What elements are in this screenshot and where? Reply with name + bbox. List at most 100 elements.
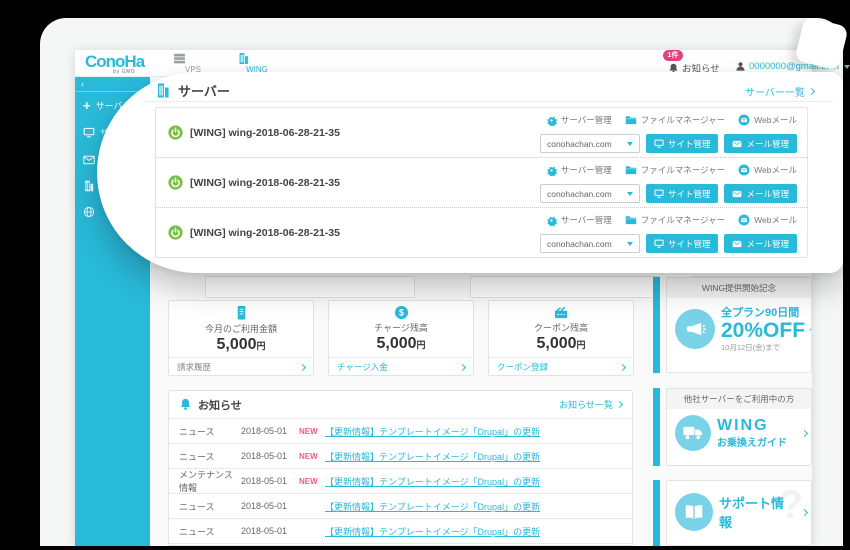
webmail-icon bbox=[738, 214, 750, 226]
coupon-icon bbox=[554, 306, 568, 319]
charge-deposit-link[interactable]: チャージ入金 bbox=[329, 357, 473, 376]
coupon-register-link[interactable]: クーポン登録 bbox=[489, 357, 633, 376]
migration-header: 他社サーバーをご利用中の方 bbox=[667, 389, 811, 409]
server-name: [WING] wing-2018-06-28-21-35 bbox=[190, 126, 340, 139]
invoice-icon bbox=[237, 305, 245, 321]
news-link[interactable]: 【更新情報】テンプレートイメージ「Drupal」の更新 bbox=[325, 426, 541, 437]
tab-vps[interactable]: VPS bbox=[173, 53, 213, 74]
building-icon bbox=[239, 53, 248, 64]
promo-line1: 全プラン90日間 bbox=[721, 307, 800, 319]
server-manage-link[interactable]: サーバー管理 bbox=[546, 214, 612, 226]
domain-select[interactable]: conohachan.com bbox=[539, 234, 640, 253]
domain-select[interactable]: conohachan.com bbox=[539, 184, 640, 203]
promo-card[interactable]: WING提供開始記念 全プラン90日間 20%OFF 10月12日(金)まで bbox=[666, 277, 812, 373]
news-row: ニュース 2018-05-01 【更新情報】テンプレートイメージ「Drupal」… bbox=[169, 494, 632, 519]
billing-history-link[interactable]: 請求履歴 bbox=[169, 357, 313, 376]
monitor-icon bbox=[654, 189, 664, 198]
promo-deadline: 10月12日(金)まで bbox=[721, 343, 781, 352]
migration-card[interactable]: 他社サーバーをご利用中の方 WING お乗換えガイド bbox=[666, 388, 812, 466]
news-list-link[interactable]: お知らせ一覧 bbox=[559, 398, 624, 411]
charge-card: $ チャージ残高 5,000円 チャージ入金 bbox=[328, 300, 474, 376]
server-row: [WING] wing-2018-06-28-21-35 サーバー管理 ファイル… bbox=[156, 158, 807, 208]
monitor-icon bbox=[654, 239, 664, 248]
notification-count-badge: 1件 bbox=[663, 50, 683, 61]
promo-accent-bar bbox=[653, 277, 660, 373]
server-row: [WING] wing-2018-06-28-21-35 サーバー管理 ファイル… bbox=[156, 108, 807, 158]
chevron-down-icon bbox=[626, 141, 633, 146]
new-badge: NEW bbox=[299, 476, 318, 486]
mail-manage-button[interactable]: メール管理 bbox=[724, 234, 797, 253]
news-panel: お知らせ お知らせ一覧 ニュース 2018-05-01 NEW 【更新情報】テン… bbox=[168, 390, 633, 546]
file-manager-link[interactable]: ファイルマネージャー bbox=[625, 114, 725, 126]
notifications-button[interactable]: お知らせ bbox=[668, 61, 720, 75]
server-manage-link[interactable]: サーバー管理 bbox=[546, 164, 612, 176]
mail-manage-button[interactable]: メール管理 bbox=[724, 134, 797, 153]
truck-icon bbox=[675, 415, 711, 451]
account-menu[interactable]: 0000000@gmail.com bbox=[735, 61, 850, 72]
coupon-card-body: クーポン残高 5,000円 bbox=[489, 301, 633, 357]
support-card[interactable]: ? サポート情報 bbox=[666, 480, 812, 546]
server-list-link[interactable]: サーバー一覧 bbox=[745, 84, 815, 99]
background-card bbox=[205, 276, 415, 298]
webmail-link[interactable]: Webメール bbox=[738, 214, 797, 226]
folder-icon bbox=[625, 216, 637, 225]
news-row: ニュース 2018-05-01 NEW 【更新情報】テンプレートイメージ「Dru… bbox=[169, 444, 632, 469]
site-manage-button[interactable]: サイト管理 bbox=[645, 234, 719, 253]
building-icon bbox=[85, 180, 94, 192]
envelope-icon bbox=[83, 155, 95, 164]
server-name: [WING] wing-2018-06-28-21-35 bbox=[190, 176, 340, 189]
news-row: メンテナンス情報 2018-05-01 NEW 【更新情報】テンプレートイメージ… bbox=[169, 469, 632, 494]
envelope-icon bbox=[733, 240, 742, 247]
coupon-unit: 円 bbox=[576, 340, 586, 350]
book-icon bbox=[675, 493, 713, 531]
tab-wing[interactable]: WING bbox=[237, 53, 277, 74]
webmail-link[interactable]: Webメール bbox=[738, 114, 797, 126]
monitor-icon bbox=[83, 127, 95, 138]
billing-card-label: 今月のご利用金額 bbox=[204, 324, 277, 334]
divider bbox=[145, 101, 833, 102]
chevron-right-icon bbox=[807, 87, 815, 96]
server-row: [WING] wing-2018-06-28-21-35 サーバー管理 ファイル… bbox=[156, 208, 807, 258]
promo-discount: 20%OFF bbox=[721, 319, 806, 342]
sidebar-item-dns[interactable] bbox=[75, 199, 150, 225]
conoha-logo[interactable]: ConoHa bbox=[85, 52, 145, 71]
chevron-right-icon bbox=[615, 400, 624, 409]
chevron-right-icon bbox=[298, 363, 307, 371]
notifications-label: お知らせ bbox=[682, 64, 720, 75]
site-manage-button[interactable]: サイト管理 bbox=[645, 134, 719, 153]
account-email: 0000000@gmail.com bbox=[749, 61, 839, 72]
svg-text:$: $ bbox=[399, 308, 404, 318]
chevron-right-icon bbox=[801, 508, 809, 516]
news-title: お知らせ bbox=[198, 399, 242, 412]
site-manage-button[interactable]: サイト管理 bbox=[645, 184, 719, 203]
sidebar-item-server[interactable] bbox=[75, 173, 150, 199]
webmail-icon bbox=[738, 164, 750, 176]
webmail-link[interactable]: Webメール bbox=[738, 164, 797, 176]
monitor-icon bbox=[654, 139, 664, 148]
news-link[interactable]: 【更新情報】テンプレートイメージ「Drupal」の更新 bbox=[325, 451, 541, 462]
domain-select[interactable]: conohachan.com bbox=[539, 134, 640, 153]
migration-accent-bar bbox=[653, 388, 660, 466]
sidebar-collapse-button[interactable]: ‹ bbox=[75, 77, 150, 92]
news-link[interactable]: 【更新情報】テンプレートイメージ「Drupal」の更新 bbox=[325, 476, 541, 487]
support-accent-bar bbox=[653, 480, 660, 546]
file-manager-link[interactable]: ファイルマネージャー bbox=[625, 164, 725, 176]
file-manager-link[interactable]: ファイルマネージャー bbox=[625, 214, 725, 226]
globe-icon bbox=[83, 206, 95, 218]
billing-unit: 円 bbox=[256, 341, 266, 351]
envelope-icon bbox=[733, 140, 742, 147]
server-manage-link[interactable]: サーバー管理 bbox=[546, 114, 612, 126]
charge-card-label: チャージ残高 bbox=[374, 323, 428, 333]
news-link[interactable]: 【更新情報】テンプレートイメージ「Drupal」の更新 bbox=[325, 501, 541, 512]
chevron-down-icon bbox=[626, 191, 633, 196]
tab-vps-label: VPS bbox=[184, 65, 201, 74]
coin-icon: $ bbox=[394, 305, 408, 320]
news-link[interactable]: 【更新情報】テンプレートイメージ「Drupal」の更新 bbox=[325, 526, 541, 537]
question-mark-watermark: ? bbox=[778, 483, 803, 527]
mail-manage-button[interactable]: メール管理 bbox=[724, 184, 797, 203]
webmail-icon bbox=[738, 114, 750, 126]
gear-icon bbox=[547, 216, 557, 226]
billing-amount: 5,000 bbox=[216, 336, 257, 353]
folder-icon bbox=[625, 116, 637, 125]
